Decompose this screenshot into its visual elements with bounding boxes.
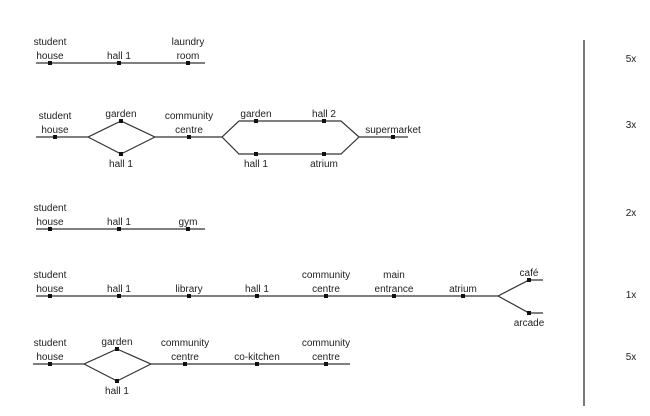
route-1-node-3 bbox=[186, 61, 190, 65]
route-3-node-1 bbox=[48, 227, 52, 231]
node-label: house bbox=[36, 51, 64, 62]
route-5-node-4 bbox=[183, 362, 187, 366]
node-label: community bbox=[165, 111, 213, 122]
node-label: house bbox=[36, 217, 64, 228]
node-label: centre bbox=[312, 352, 340, 363]
node-label: house bbox=[36, 284, 64, 295]
route-4-node-6 bbox=[392, 294, 396, 298]
route-4-node-5 bbox=[324, 294, 328, 298]
route-4-node-2 bbox=[117, 294, 121, 298]
node-label: laundry bbox=[172, 37, 205, 48]
route-2-node-6 bbox=[322, 119, 326, 123]
node-label: library bbox=[175, 284, 202, 295]
route-2-edge-1 bbox=[36, 120, 408, 138]
node-label: entrance bbox=[375, 284, 414, 295]
route-frequency-label: 5x bbox=[626, 352, 637, 363]
route-5-node-2 bbox=[115, 347, 119, 351]
route-5-node-3 bbox=[115, 379, 119, 383]
route-5-node-1 bbox=[48, 362, 52, 366]
node-label: hall 1 bbox=[105, 386, 129, 397]
route-4-node-7 bbox=[461, 294, 465, 298]
node-label: room bbox=[177, 51, 200, 62]
route-2-node-2 bbox=[119, 119, 123, 123]
route-5-node-6 bbox=[324, 362, 328, 366]
node-label: centre bbox=[171, 352, 199, 363]
node-label: co-kitchen bbox=[234, 352, 280, 363]
route-frequency-label: 3x bbox=[626, 120, 637, 131]
node-label: hall 1 bbox=[107, 51, 131, 62]
node-label: student bbox=[34, 338, 67, 349]
node-label: hall 1 bbox=[244, 159, 268, 170]
route-2-node-7 bbox=[254, 152, 258, 156]
route-frequency-label: 1x bbox=[626, 290, 637, 301]
node-label: student bbox=[39, 111, 72, 122]
route-5-node-5 bbox=[255, 362, 259, 366]
route-4-node-4 bbox=[255, 294, 259, 298]
node-label: centre bbox=[175, 125, 203, 136]
route-4-node-9 bbox=[527, 311, 531, 315]
node-label: garden bbox=[105, 109, 136, 120]
node-label: hall 1 bbox=[107, 284, 131, 295]
node-label: community bbox=[302, 338, 350, 349]
route-2-node-9 bbox=[391, 135, 395, 139]
node-label: main bbox=[383, 270, 405, 281]
node-label: atrium bbox=[310, 159, 338, 170]
route-2-node-1 bbox=[53, 135, 57, 139]
route-frequency-label: 2x bbox=[626, 208, 637, 219]
node-label: café bbox=[520, 268, 539, 279]
node-label: community bbox=[302, 270, 350, 281]
node-label: supermarket bbox=[365, 125, 421, 136]
node-label: arcade bbox=[514, 318, 545, 329]
node-label: house bbox=[41, 125, 69, 136]
node-label: student bbox=[34, 270, 67, 281]
node-label: hall 2 bbox=[312, 109, 336, 120]
route-nodes bbox=[48, 61, 531, 383]
node-label: centre bbox=[312, 284, 340, 295]
node-label: hall 1 bbox=[245, 284, 269, 295]
node-label: community bbox=[161, 338, 209, 349]
route-2-node-3 bbox=[119, 152, 123, 156]
route-4-node-8 bbox=[527, 278, 531, 282]
route-1-node-2 bbox=[117, 61, 121, 65]
node-label: garden bbox=[240, 109, 271, 120]
node-label: gym bbox=[179, 217, 198, 228]
node-label: house bbox=[36, 352, 64, 363]
route-2-node-8 bbox=[322, 152, 326, 156]
node-label: hall 1 bbox=[107, 217, 131, 228]
route-labels: student house hall 1 laundry room student hous… bbox=[34, 37, 545, 397]
frequency-labels: 5x 3x 2x 1x 5x bbox=[626, 54, 637, 363]
route-2-node-5 bbox=[254, 119, 258, 123]
node-label: student bbox=[34, 203, 67, 214]
route-5-edge-2 bbox=[83, 363, 152, 382]
route-4-node-3 bbox=[187, 294, 191, 298]
node-label: atrium bbox=[449, 284, 477, 295]
route-2-edge-3 bbox=[221, 136, 360, 155]
route-1-node-1 bbox=[48, 61, 52, 65]
route-2-edge-2 bbox=[87, 136, 156, 155]
route-4-node-1 bbox=[48, 294, 52, 298]
route-2-node-4 bbox=[187, 135, 191, 139]
node-label: student bbox=[34, 37, 67, 48]
route-4-edge-2 bbox=[497, 295, 543, 314]
route-3-node-2 bbox=[117, 227, 121, 231]
node-label: garden bbox=[101, 337, 132, 348]
route-frequency-label: 5x bbox=[626, 54, 637, 65]
route-3-node-3 bbox=[186, 227, 190, 231]
node-label: hall 1 bbox=[109, 159, 133, 170]
